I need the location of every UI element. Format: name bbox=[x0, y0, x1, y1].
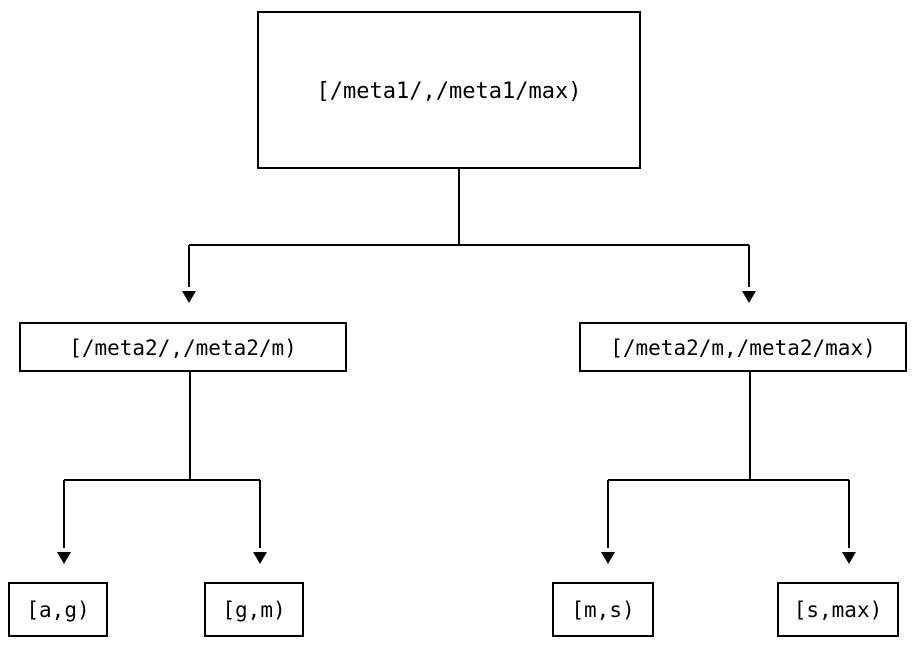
node-leaf-a-g-label: [a,g) bbox=[26, 598, 89, 622]
node-leaf-s-max-label: [s,max) bbox=[794, 598, 883, 622]
node-level2-left[interactable]: [/meta2/,/meta2/m) bbox=[18, 321, 348, 373]
node-leaf-g-m-label: [g,m) bbox=[222, 598, 285, 622]
node-leaf-a-g[interactable]: [a,g) bbox=[7, 581, 109, 638]
arrowhead-icon bbox=[57, 552, 71, 564]
node-leaf-s-max-box[interactable] bbox=[776, 581, 900, 638]
arrowhead-icon bbox=[601, 552, 615, 564]
node-level2-left-label: [/meta2/,/meta2/m) bbox=[69, 336, 297, 360]
arrowhead-icon bbox=[253, 552, 267, 564]
node-leaf-m-s[interactable]: [m,s) bbox=[551, 581, 655, 638]
node-root[interactable]: [/meta1/,/meta1/max) bbox=[256, 10, 642, 170]
edge-root-to-level2_left bbox=[182, 243, 459, 303]
node-leaf-a-g-box[interactable] bbox=[7, 581, 109, 638]
node-level2-right-label: [/meta2/m,/meta2/max) bbox=[610, 336, 876, 360]
edge-level2_left-to-leaf_a_g bbox=[57, 478, 190, 564]
edge-root-to-level2_right bbox=[459, 243, 756, 303]
node-root-box[interactable] bbox=[256, 10, 642, 170]
edge-level2_right-to-leaf_s_max bbox=[750, 478, 856, 564]
node-root-label: [/meta1/,/meta1/max) bbox=[317, 79, 582, 104]
node-level2-left-box[interactable] bbox=[18, 321, 348, 373]
node-leaf-m-s-label: [m,s) bbox=[571, 598, 634, 622]
edge-group bbox=[57, 168, 856, 564]
arrowhead-icon bbox=[182, 291, 196, 303]
node-leaf-s-max[interactable]: [s,max) bbox=[776, 581, 900, 638]
node-level2-right-box[interactable] bbox=[578, 321, 908, 373]
node-level2-right[interactable]: [/meta2/m,/meta2/max) bbox=[578, 321, 908, 373]
arrowhead-icon bbox=[842, 552, 856, 564]
arrowhead-icon bbox=[742, 291, 756, 303]
node-leaf-g-m[interactable]: [g,m) bbox=[203, 581, 305, 638]
edge-level2_left-to-leaf_g_m bbox=[190, 478, 267, 564]
node-leaf-g-m-box[interactable] bbox=[203, 581, 305, 638]
node-leaf-m-s-box[interactable] bbox=[551, 581, 655, 638]
edge-level2_right-to-leaf_m_s bbox=[601, 478, 750, 564]
